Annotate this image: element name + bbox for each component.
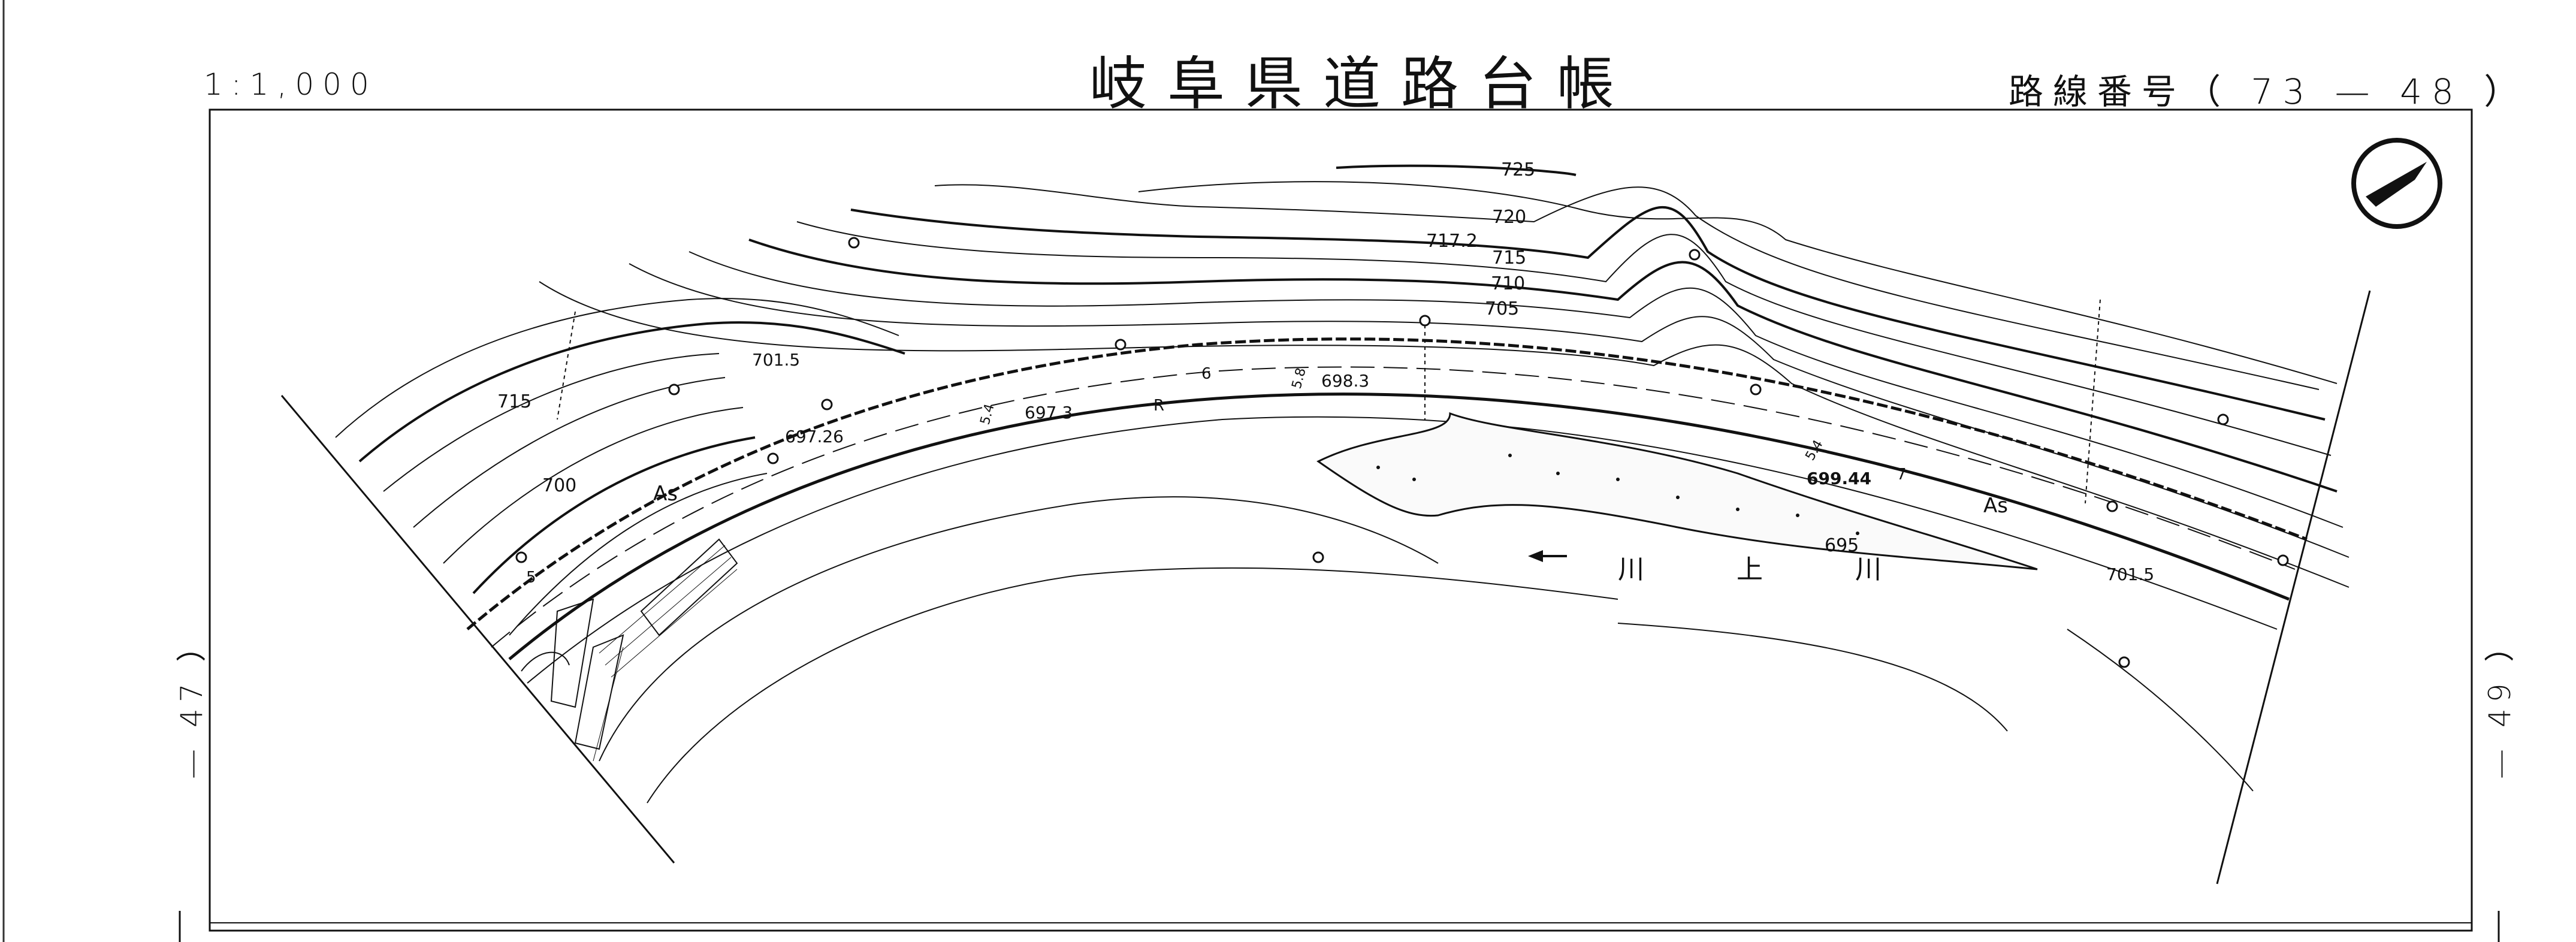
spot-height: 697.3 bbox=[1025, 403, 1073, 422]
road-mark: 5 bbox=[526, 569, 536, 587]
map-labels: 725 720 717.2 715 710 705 700 715 695 70… bbox=[497, 159, 2154, 587]
contour-label: 700 bbox=[542, 475, 576, 496]
road-mark: 5.8 bbox=[1289, 366, 1309, 390]
contour-label: 705 bbox=[1485, 298, 1519, 319]
road-mark: 5.4 bbox=[978, 402, 998, 426]
road bbox=[466, 337, 2308, 684]
sheet-boundary-left bbox=[280, 395, 675, 864]
retaining-wall-grid bbox=[593, 545, 738, 762]
spot-height: 697.26 bbox=[785, 427, 844, 446]
road-mark: R bbox=[1153, 397, 1164, 415]
contour-label: 710 bbox=[1491, 273, 1525, 294]
slope-lines bbox=[557, 299, 2101, 504]
contour-label: 715 bbox=[497, 391, 531, 412]
river-name: 川 上 川 bbox=[1618, 554, 1923, 585]
sheet-boundary-right bbox=[2216, 290, 2371, 884]
north-arrow-icon bbox=[2351, 138, 2442, 229]
contour-lines bbox=[335, 164, 2349, 636]
flow-arrow-icon bbox=[1528, 550, 1567, 562]
contour-label: 715 bbox=[1492, 247, 1526, 268]
page-title: 岐阜県道路台帳 bbox=[1089, 50, 1635, 117]
road-mark: 6 bbox=[1201, 365, 1212, 383]
contour-label: 717.2 bbox=[1426, 231, 1478, 252]
spot-height: 699.44 bbox=[1807, 469, 1871, 488]
survey-point-icon bbox=[515, 237, 2289, 668]
surface-label: As bbox=[653, 482, 678, 506]
spot-height: 701.5 bbox=[2106, 564, 2154, 584]
contour-label: 720 bbox=[1492, 207, 1526, 228]
spot-height: 698.3 bbox=[1321, 371, 1369, 391]
road-mark: 5.4 bbox=[1803, 437, 1826, 463]
map-scale: 1:1,000 bbox=[204, 67, 378, 102]
contour-label: 725 bbox=[1501, 159, 1535, 180]
map-frame bbox=[209, 108, 2473, 932]
surface-label: As bbox=[1983, 494, 2008, 518]
structures bbox=[521, 538, 738, 750]
road-mark: 7 bbox=[1896, 466, 1907, 484]
sand-bar bbox=[1316, 412, 2038, 570]
route-number: 路線番号（ 73 — 48 ） bbox=[2009, 71, 2529, 112]
spot-height: 701.5 bbox=[752, 350, 800, 370]
river-banks bbox=[599, 496, 2254, 804]
sand-dots bbox=[1376, 454, 1859, 535]
contour-label: 695 bbox=[1825, 535, 1859, 556]
